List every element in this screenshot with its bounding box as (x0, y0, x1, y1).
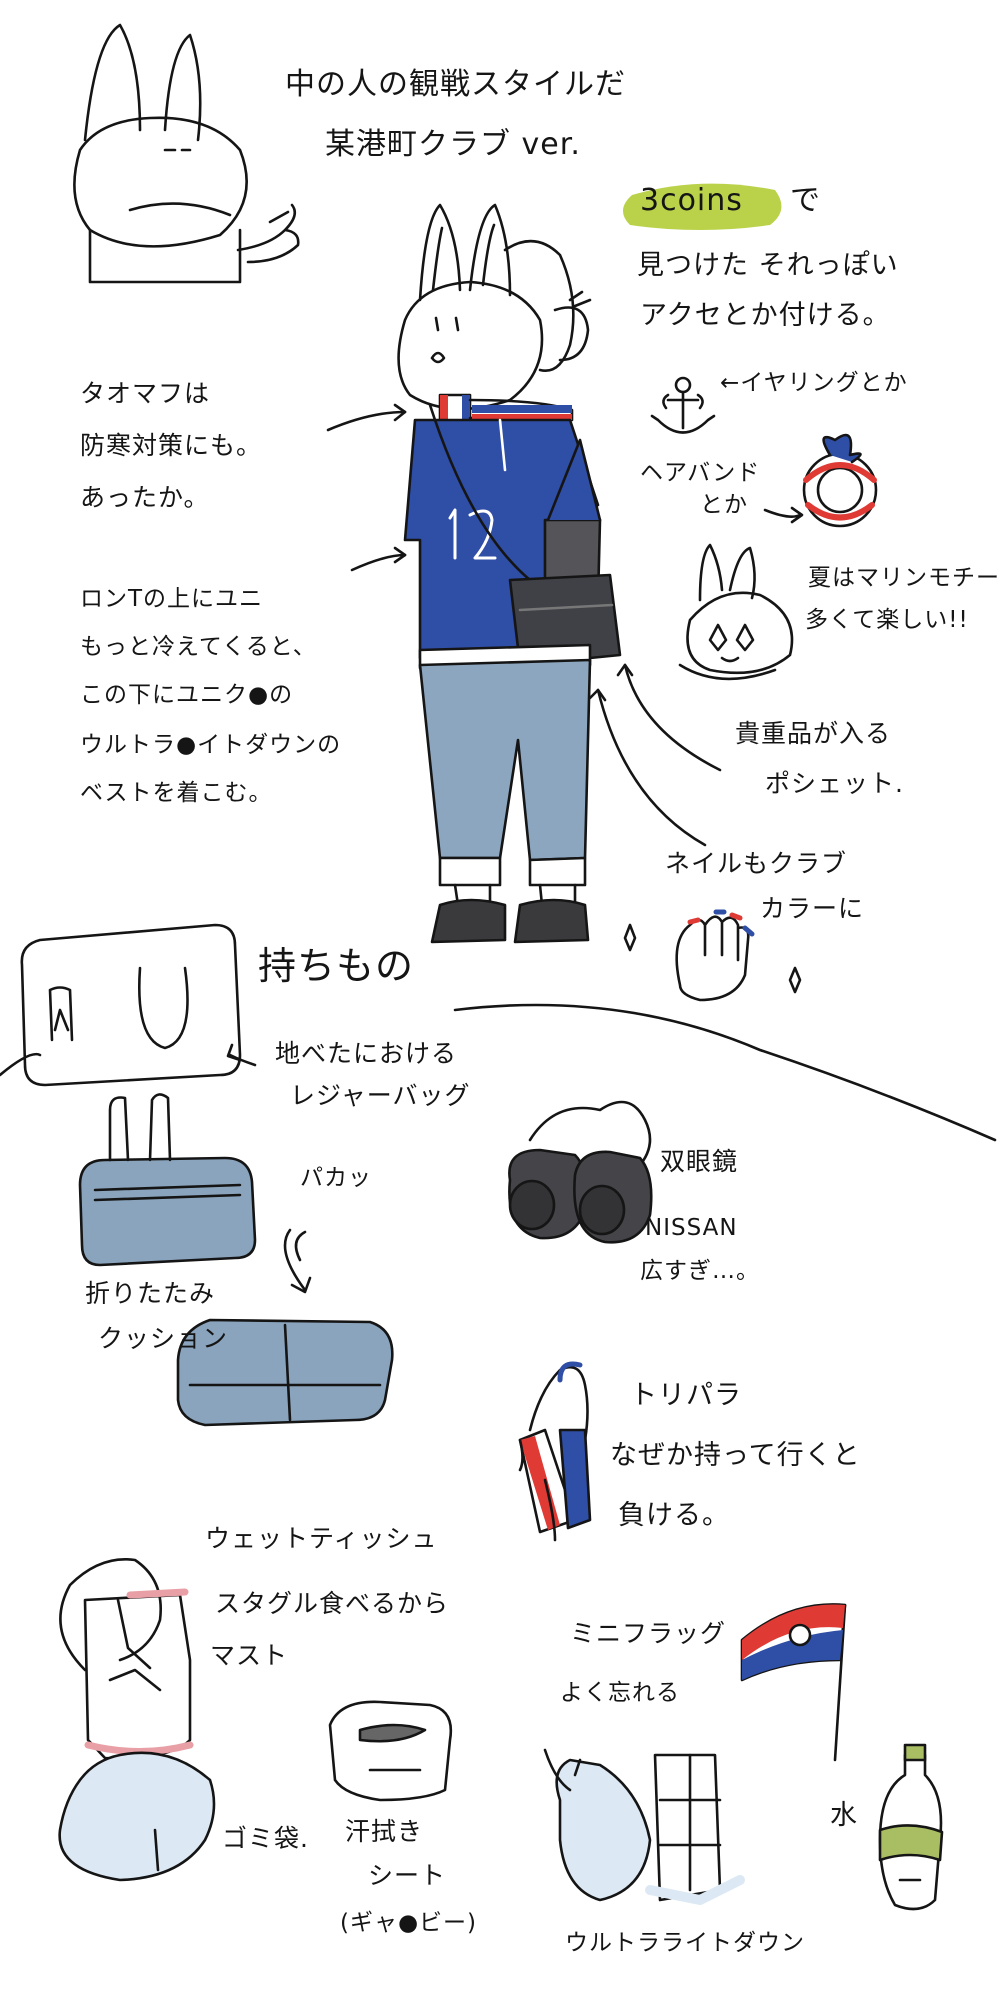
pochette-label-1: 貴重品が入る (735, 719, 892, 748)
marine-bunny-drawing (678, 543, 794, 681)
page-title-line1: 中の人の観戦スタイルだ (285, 67, 626, 102)
umbrella-drawing (518, 1361, 592, 1542)
hairband-drawing (763, 433, 878, 528)
accessory-note-tail: で (790, 183, 821, 218)
page-title-line2: 某港町クラブ ver. (325, 127, 581, 162)
leisure-bag-label-2: レジャーバッグ (290, 1081, 471, 1110)
flag-label-1: ミニフラッグ (570, 1619, 727, 1648)
accessory-note-line2: 見つけた それっぽい (637, 250, 899, 281)
water-label: 水 (830, 1800, 858, 1831)
items-section-heading: 持ちもの (258, 944, 415, 988)
shirt-label-1: ロンTの上にユニ (80, 586, 264, 612)
sweat-sheet-label-2: シート (368, 1861, 447, 1890)
trash-bag-label: ゴミ袋. (222, 1824, 309, 1853)
binoculars-label-3: 広すぎ…。 (640, 1258, 760, 1284)
flag-label-2: よく忘れる (560, 1680, 680, 1706)
ultra-light-down-drawing (543, 1748, 745, 1905)
marine-label-1: 夏はマリンモチーフ (808, 565, 1000, 591)
nail-hand-drawing (623, 909, 802, 1002)
sweat-sheet-label-1: 汗拭き (345, 1817, 424, 1846)
binoculars-drawing (508, 1100, 653, 1244)
water-bottle-drawing (878, 1743, 944, 1911)
marine-label-2: 多くて楽しい!! (805, 607, 969, 633)
trash-bag-drawing (58, 1751, 216, 1882)
anchor-earring-drawing (650, 376, 716, 434)
sweat-sheet-label-3: (ギャ●ビー) (340, 1910, 478, 1936)
towel-label-1: タオマフは (80, 379, 211, 408)
tissue-label-3: マスト (210, 1641, 289, 1670)
hairband-label-1: ヘアバンド (640, 460, 761, 486)
section-divider-line (0, 1003, 997, 1142)
mini-flag-drawing (740, 1603, 847, 1762)
shirt-label-2: もっと冷えてくると、 (80, 634, 317, 660)
folding-cushion-closed-drawing (78, 1093, 312, 1294)
accessory-note-line3: アクセとか付ける。 (640, 300, 891, 331)
leisure-bag-drawing (20, 923, 257, 1087)
nail-label-2: カラーに (760, 894, 865, 923)
shirt-label-4: ウルトラ●イトダウンの (80, 732, 342, 758)
binoculars-label-1: 双眼鏡 (660, 1147, 739, 1176)
shirt-label-3: この下にユニク●の (80, 682, 294, 708)
cushion-label-2: クッション (98, 1324, 229, 1353)
accessory-note-highlight: 3coins (640, 183, 743, 218)
nail-label-1: ネイルもクラブ (665, 849, 848, 878)
hairband-label-2: とか (700, 492, 748, 518)
coins-highlight-mark (622, 183, 782, 230)
sweat-sheet-drawing (328, 1700, 453, 1802)
towel-label-2: 防寒対策にも。 (80, 431, 263, 460)
pakatt-label: パカッ (300, 1165, 372, 1191)
folding-cushion-open-drawing (176, 1318, 394, 1427)
figure-callout-arrows (326, 403, 722, 847)
umbrella-label-2: なぜか持って行くと (610, 1440, 861, 1471)
tissue-label-2: スタグル食べるから (215, 1589, 450, 1618)
umbrella-label-3: 負ける。 (618, 1500, 730, 1531)
narrator-bunny-drawing (73, 23, 300, 284)
wet-tissue-drawing (59, 1558, 194, 1760)
tissue-label-1: ウェットティッシュ (205, 1524, 438, 1553)
binoculars-label-2: NISSAN (645, 1215, 738, 1241)
umbrella-label-1: トリパラ (630, 1380, 742, 1411)
cushion-label-1: 折りたたみ (85, 1279, 216, 1308)
leisure-bag-label-1: 地べたにおける (275, 1039, 458, 1068)
pochette-label-2: ポシェット. (765, 769, 904, 798)
earring-label: ←イヤリングとか (720, 370, 908, 396)
main-figure-drawing (397, 203, 622, 944)
towel-label-3: あったか。 (80, 483, 210, 512)
shirt-label-5: ベストを着こむ。 (80, 780, 273, 806)
ultra-light-down-label: ウルトラライトダウン (565, 1930, 805, 1956)
